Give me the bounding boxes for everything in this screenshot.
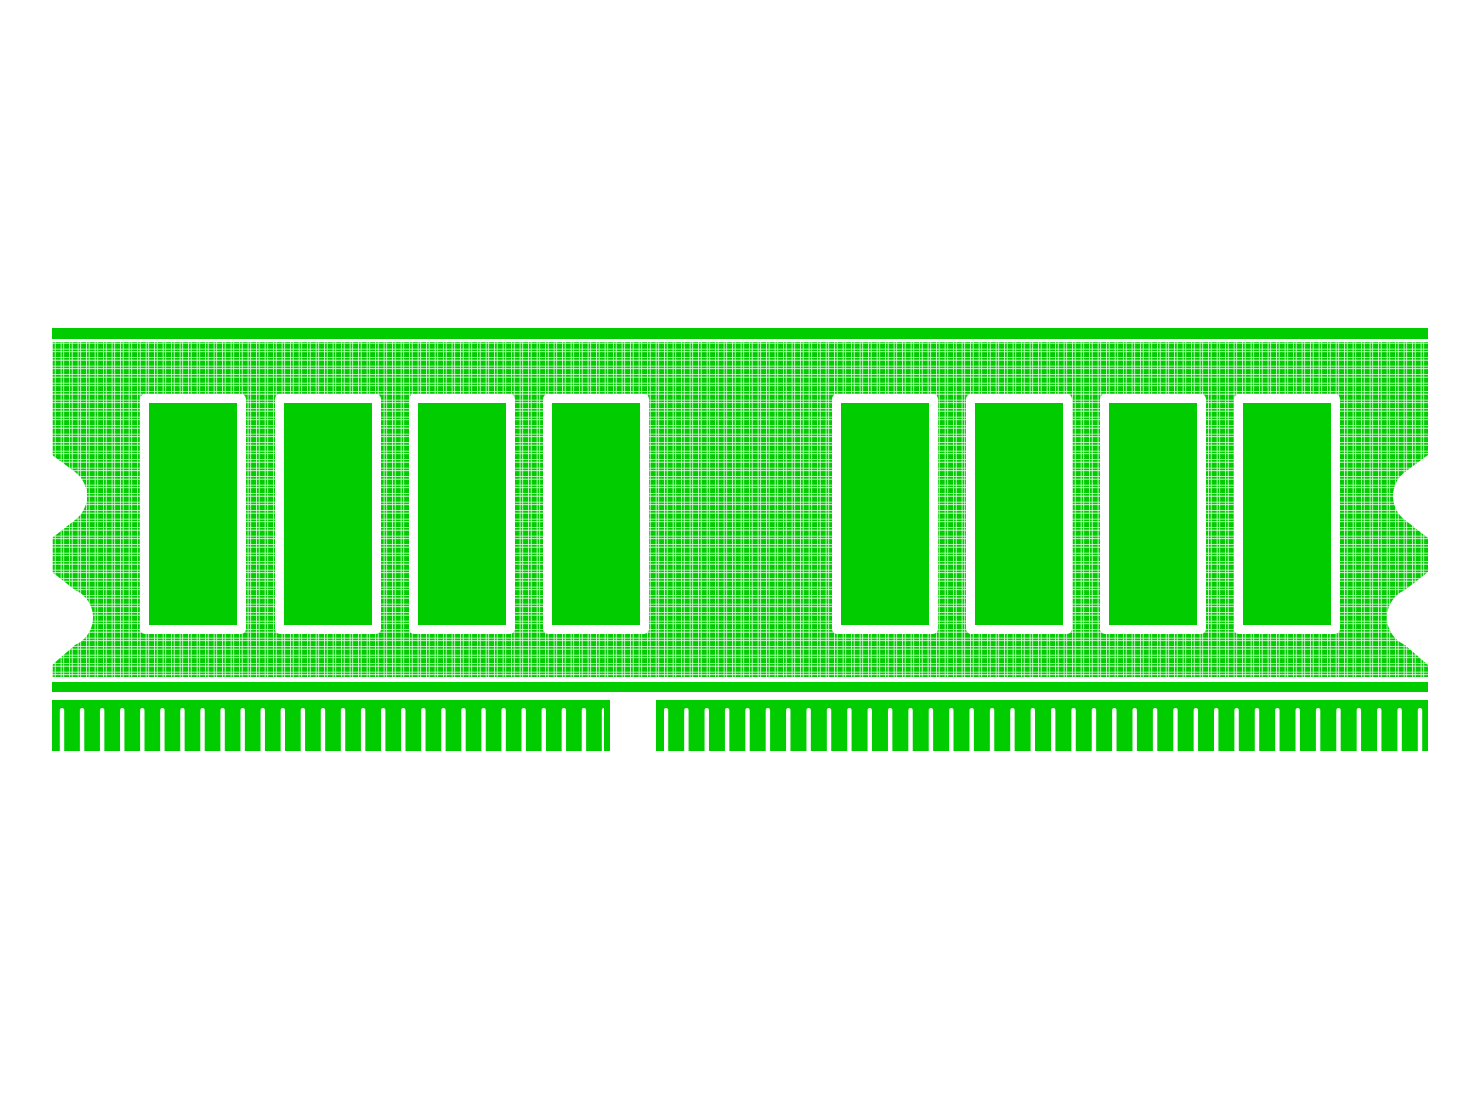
left-pin-gap-8 xyxy=(200,708,205,753)
right-pin-gap-8 xyxy=(806,708,811,753)
notch-right-shoulder xyxy=(656,700,664,751)
right-pin-gap-36 xyxy=(1377,708,1382,753)
left-pin-gap-16 xyxy=(360,708,366,753)
left-pin-gap-21 xyxy=(461,708,466,753)
pcb-board xyxy=(52,342,1428,677)
memory-chip-4 xyxy=(552,403,640,625)
left-pin-gap-17 xyxy=(380,708,386,753)
left-pin-gap-11 xyxy=(260,708,265,753)
left-pin-gap-14 xyxy=(320,708,326,753)
left-pin-gap-26 xyxy=(561,708,567,753)
right-pin-gap-22 xyxy=(1091,708,1097,753)
memory-chips xyxy=(140,394,1340,634)
left-pin-gap-15 xyxy=(340,708,346,753)
right-pin-gap-9 xyxy=(826,708,832,753)
right-pin-gap-38 xyxy=(1417,708,1423,753)
right-pin-gap-13 xyxy=(908,708,913,753)
left-pin-gap-9 xyxy=(220,708,225,753)
left-pin-gap-24 xyxy=(521,708,526,753)
memory-chip-8 xyxy=(1243,403,1331,625)
right-pin-gap-7 xyxy=(786,708,791,753)
right-pin-gap-16 xyxy=(969,708,974,753)
right-pin-gap-33 xyxy=(1315,708,1321,753)
left-pin-gap-18 xyxy=(401,708,406,753)
contact-pins xyxy=(52,700,1428,753)
right-pin-gap-5 xyxy=(745,708,750,753)
left-pin-gap-7 xyxy=(180,708,185,753)
left-pin-gap-2 xyxy=(79,708,85,753)
right-pin-gap-1 xyxy=(663,708,669,753)
right-pin-gap-4 xyxy=(724,708,730,753)
right-pin-gap-31 xyxy=(1275,708,1280,753)
right-pin-gap-27 xyxy=(1193,708,1199,753)
left-pin-gap-1 xyxy=(59,708,65,753)
right-pin-gap-3 xyxy=(704,708,709,753)
right-pin-gap-12 xyxy=(887,708,893,753)
memory-chip-6 xyxy=(975,403,1063,625)
notch-left-shoulder xyxy=(604,700,610,751)
left-pin-gap-10 xyxy=(240,708,245,753)
right-pin-gap-29 xyxy=(1234,708,1239,753)
top-edge-strip xyxy=(52,328,1428,339)
right-pin-gap-32 xyxy=(1295,708,1300,753)
right-pin-gap-37 xyxy=(1397,708,1402,753)
left-pin-gap-12 xyxy=(280,708,286,753)
memory-chip-5 xyxy=(841,403,929,625)
left-pin-gap-22 xyxy=(481,708,486,753)
bottom-edge-strip xyxy=(52,682,1428,692)
left-pin-gap-4 xyxy=(120,708,125,753)
right-pin-gap-28 xyxy=(1214,708,1219,753)
left-pin-gap-27 xyxy=(581,708,587,753)
right-pin-gap-21 xyxy=(1071,708,1076,753)
left-pin-gap-5 xyxy=(140,708,145,753)
right-pin-gap-26 xyxy=(1173,708,1178,753)
right-pin-gap-15 xyxy=(949,708,954,753)
right-pin-gap-18 xyxy=(1010,708,1015,753)
right-pin-gap-24 xyxy=(1132,708,1137,753)
right-pin-gap-11 xyxy=(867,708,872,753)
left-pin-gap-23 xyxy=(501,708,506,753)
memory-chip-3 xyxy=(418,403,506,625)
right-pin-gap-34 xyxy=(1336,708,1341,753)
right-pin-gap-2 xyxy=(684,708,689,753)
memory-chip-1 xyxy=(149,403,237,625)
left-pin-gap-3 xyxy=(99,708,105,753)
memory-chip-2 xyxy=(284,403,372,625)
memory-chip-7 xyxy=(1109,403,1197,625)
left-pin-gap-6 xyxy=(160,708,165,753)
right-pin-gap-17 xyxy=(989,708,995,753)
pcb-board-shape xyxy=(52,342,1428,677)
right-pin-gap-30 xyxy=(1254,708,1260,753)
right-pin-gap-20 xyxy=(1050,708,1056,753)
right-pin-gap-19 xyxy=(1030,708,1036,753)
left-pin-gap-20 xyxy=(441,708,446,753)
pin-base-strip xyxy=(52,700,1428,751)
key-notch xyxy=(610,704,656,752)
right-pin-gap-14 xyxy=(928,708,934,753)
right-pin-gap-25 xyxy=(1152,708,1158,753)
left-pin-gap-19 xyxy=(421,708,426,753)
right-pin-gap-10 xyxy=(847,708,852,753)
left-pin-gap-25 xyxy=(541,708,546,753)
right-pin-gap-6 xyxy=(765,708,771,753)
right-pin-gap-23 xyxy=(1112,708,1117,753)
right-pin-gap-35 xyxy=(1356,708,1362,753)
left-pin-gap-13 xyxy=(300,708,306,753)
